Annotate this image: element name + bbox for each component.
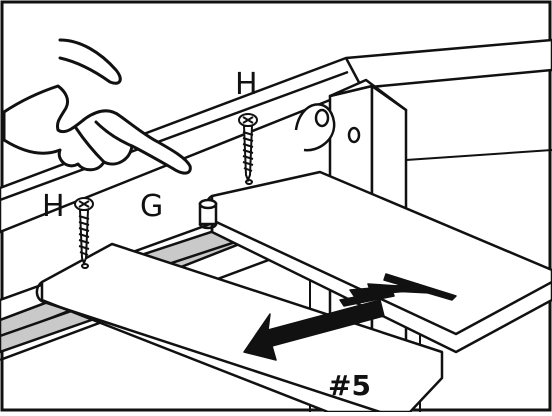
screw-icon bbox=[74, 197, 94, 269]
slat-front bbox=[35, 242, 444, 414]
screw-label-left: H bbox=[42, 189, 65, 224]
peg-label: G bbox=[140, 189, 164, 224]
direction-arrow-icon bbox=[243, 273, 457, 361]
screw-icon bbox=[238, 113, 258, 185]
pointing-hand-icon bbox=[2, 38, 192, 175]
step-number: #5 bbox=[328, 369, 371, 402]
screw-label-top: H bbox=[235, 67, 258, 102]
wooden-dowel-icon bbox=[198, 198, 218, 230]
